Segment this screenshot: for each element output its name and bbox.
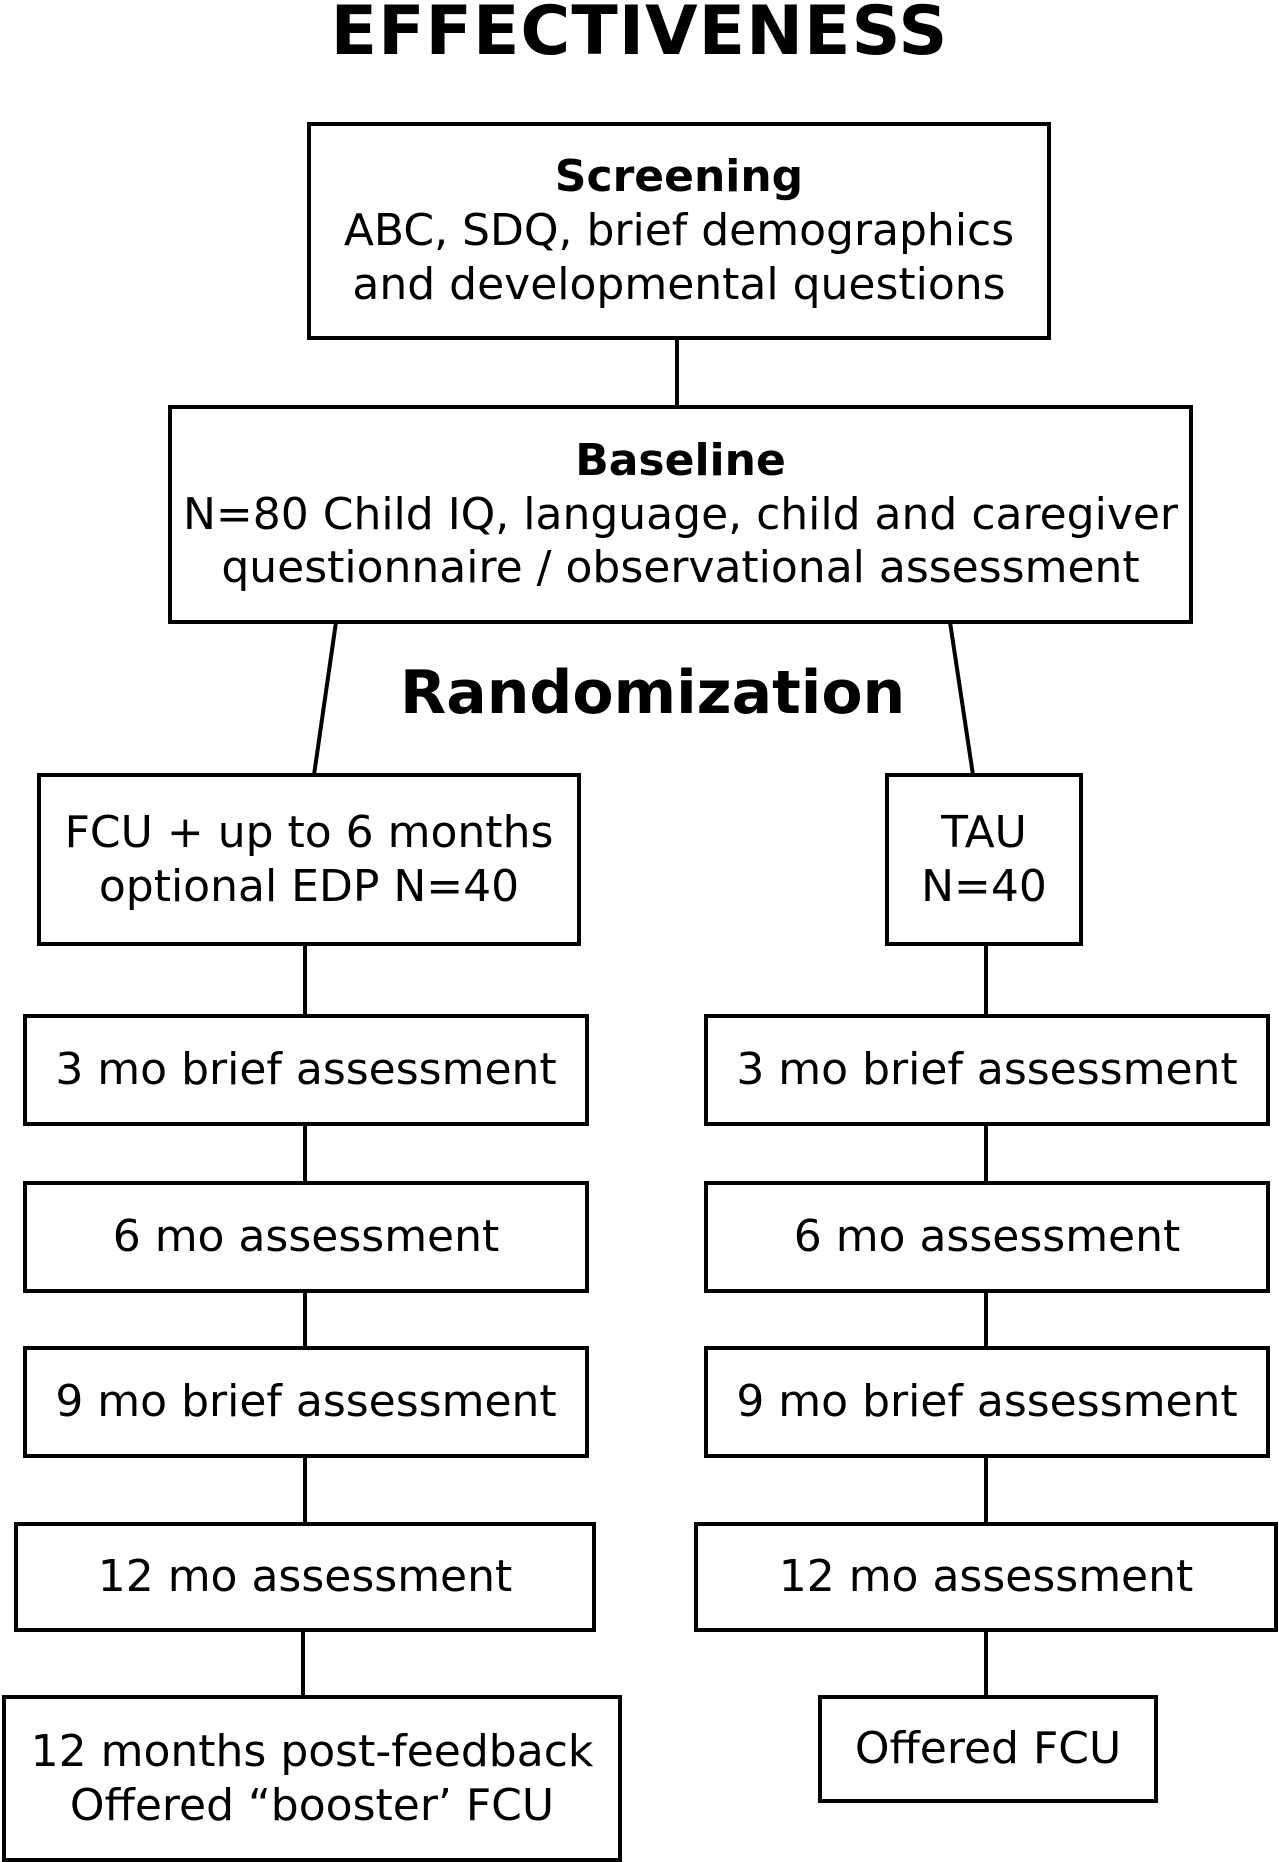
diagram-title: EFFECTIVENESS bbox=[330, 0, 949, 71]
fcu-6mo-label: 6 mo assessment bbox=[112, 1211, 500, 1263]
fcu-header-line-2: optional EDP N=40 bbox=[98, 860, 520, 912]
tau-arm-header-box: TAU N=40 bbox=[885, 773, 1083, 946]
fcu-final-line-2: Offered “booster’ FCU bbox=[69, 1779, 555, 1831]
screening-box: Screening ABC, SDQ, brief demographics a… bbox=[307, 122, 1051, 340]
fcu-6mo-box: 6 mo assessment bbox=[23, 1181, 589, 1293]
baseline-heading: Baseline bbox=[575, 434, 786, 486]
tau-6mo-box: 6 mo assessment bbox=[704, 1181, 1270, 1293]
tau-6mo-label: 6 mo assessment bbox=[793, 1211, 1181, 1263]
tau-header-line-2: N=40 bbox=[921, 860, 1047, 912]
fcu-3mo-label: 3 mo brief assessment bbox=[55, 1044, 557, 1096]
fcu-9mo-label: 9 mo brief assessment bbox=[55, 1376, 557, 1428]
baseline-line-1: N=80 Child IQ, language, child and careg… bbox=[182, 488, 1179, 540]
baseline-line-2: questionnaire / observational assessment bbox=[221, 542, 1140, 594]
screening-heading: Screening bbox=[554, 151, 804, 203]
tau-final-box: Offered FCU bbox=[818, 1695, 1158, 1803]
screening-line-1: ABC, SDQ, brief demographics bbox=[343, 205, 1015, 257]
fcu-12mo-box: 12 mo assessment bbox=[14, 1522, 596, 1632]
connector-baseline-fcu bbox=[312, 621, 338, 776]
tau-header-line-1: TAU bbox=[941, 806, 1027, 858]
tau-3mo-label: 3 mo brief assessment bbox=[736, 1044, 1238, 1096]
tau-3mo-box: 3 mo brief assessment bbox=[704, 1014, 1270, 1126]
fcu-12mo-label: 12 mo assessment bbox=[97, 1551, 513, 1603]
tau-final-label: Offered FCU bbox=[854, 1723, 1122, 1775]
baseline-box: Baseline N=80 Child IQ, language, child … bbox=[168, 405, 1193, 624]
fcu-9mo-box: 9 mo brief assessment bbox=[23, 1346, 589, 1458]
tau-12mo-box: 12 mo assessment bbox=[694, 1522, 1278, 1632]
fcu-final-line-1: 12 months post-feedback bbox=[30, 1725, 594, 1777]
fcu-header-line-1: FCU + up to 6 months bbox=[64, 806, 554, 858]
randomization-label: Randomization bbox=[400, 658, 906, 728]
tau-9mo-box: 9 mo brief assessment bbox=[704, 1346, 1270, 1458]
tau-12mo-label: 12 mo assessment bbox=[778, 1551, 1194, 1603]
screening-line-2: and developmental questions bbox=[352, 258, 1006, 310]
connector-baseline-tau bbox=[948, 621, 975, 776]
fcu-final-box: 12 months post-feedback Offered “booster… bbox=[2, 1695, 622, 1862]
fcu-3mo-box: 3 mo brief assessment bbox=[23, 1014, 589, 1126]
tau-9mo-label: 9 mo brief assessment bbox=[736, 1376, 1238, 1428]
fcu-arm-header-box: FCU + up to 6 months optional EDP N=40 bbox=[37, 773, 581, 946]
